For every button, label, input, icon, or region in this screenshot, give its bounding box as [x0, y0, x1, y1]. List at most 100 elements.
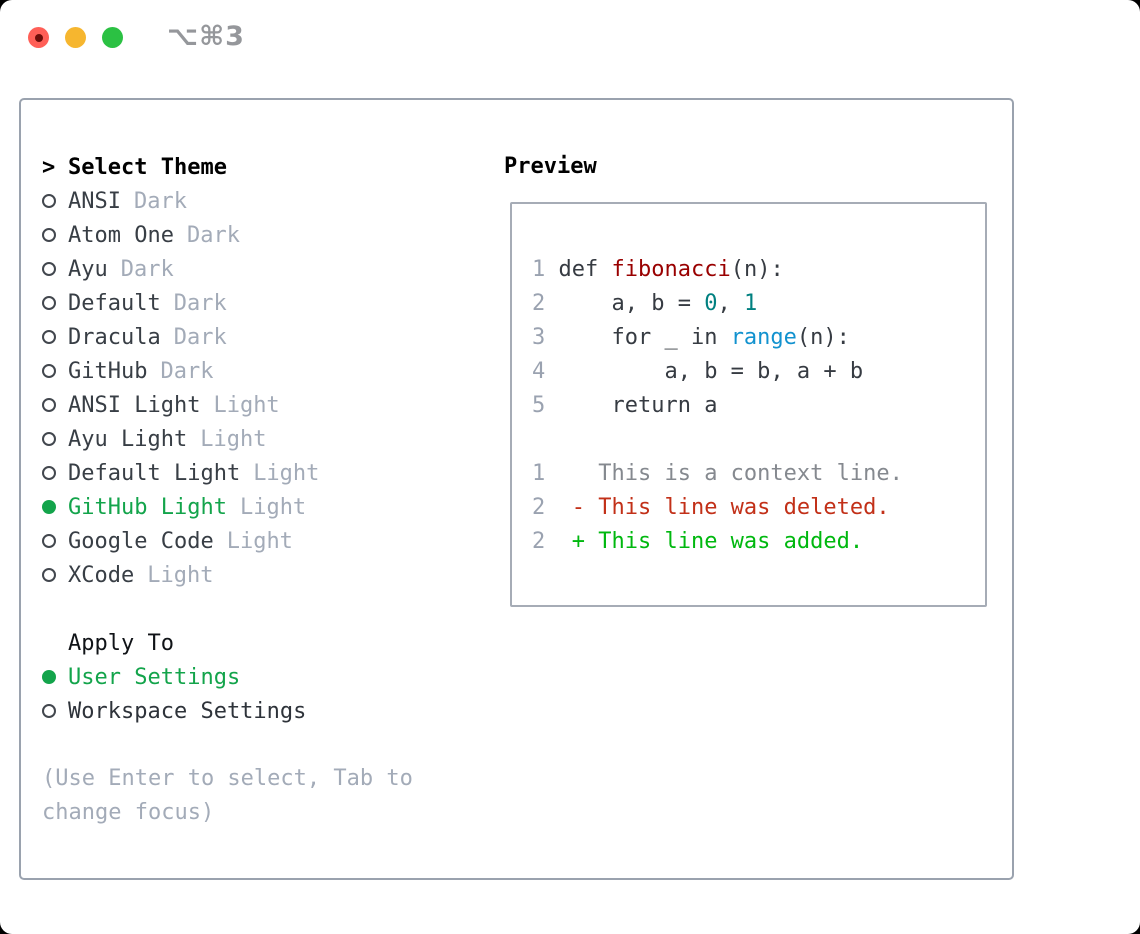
- line-number: 2: [532, 495, 546, 520]
- radio-unselected-icon: [42, 364, 68, 378]
- theme-item-tag: Light: [213, 392, 280, 418]
- theme-item-label: Google Code: [68, 528, 214, 554]
- radio-unselected-icon: [42, 432, 68, 446]
- line-number: 3: [532, 325, 546, 350]
- window-title: ⌥⌘3: [167, 21, 245, 52]
- theme-item-tag: Dark: [186, 222, 240, 248]
- code-token: a, b = b, a + b: [545, 359, 864, 384]
- radio-unselected-icon: [42, 466, 68, 480]
- code-token: for _ in: [545, 325, 731, 350]
- radio-unselected-icon: [42, 228, 68, 242]
- theme-item-tag: Light: [200, 426, 267, 452]
- theme-item-google-code[interactable]: Google Code Light: [42, 524, 413, 558]
- cursor-arrow-icon: >: [42, 154, 56, 180]
- line-number: 2: [532, 291, 546, 316]
- apply-option-label: Workspace Settings: [68, 698, 307, 724]
- theme-item-label: Ayu Light: [68, 426, 188, 452]
- theme-item-ayu-light[interactable]: Ayu Light Light: [42, 422, 413, 456]
- code-line: [532, 423, 985, 457]
- code-token: fibonacci: [611, 257, 731, 282]
- theme-item-default-light[interactable]: Default Light Light: [42, 456, 413, 490]
- radio-unselected-icon: [42, 398, 68, 412]
- theme-item-label: Default Light: [68, 460, 241, 486]
- theme-item-label: GitHub Light: [68, 494, 227, 520]
- theme-item-tag: Dark: [160, 358, 214, 384]
- theme-item-ansi-light[interactable]: ANSI Light Light: [42, 388, 413, 422]
- line-number: 4: [532, 359, 546, 384]
- zoom-button[interactable]: [102, 27, 123, 48]
- code-token: This is a context line.: [545, 461, 903, 486]
- code-line: 2 a, b = 0, 1: [532, 287, 985, 321]
- theme-item-tag: Dark: [173, 324, 227, 350]
- apply-option-user-settings[interactable]: User Settings: [42, 660, 413, 694]
- theme-item-ayu[interactable]: Ayu Dark: [42, 252, 413, 286]
- code-line: 2 - This line was deleted.: [532, 491, 985, 525]
- line-number: 1: [532, 257, 546, 282]
- theme-item-label: Ayu: [68, 256, 108, 282]
- code-line: 1 def fibonacci(n):: [532, 253, 985, 287]
- line-number: 2: [532, 529, 546, 554]
- hint-text-line-1: (Use Enter to select, Tab to: [42, 766, 413, 791]
- theme-item-github-light[interactable]: GitHub Light Light: [42, 490, 413, 524]
- theme-item-tag: Dark: [133, 188, 187, 214]
- select-theme-header: > Select Theme: [42, 150, 413, 184]
- theme-item-label: XCode: [68, 562, 135, 588]
- minimize-button[interactable]: [65, 27, 86, 48]
- code-token: 0: [704, 291, 718, 316]
- theme-item-tag: Dark: [120, 256, 174, 282]
- select-theme-title: Select Theme: [68, 154, 227, 180]
- radio-unselected-icon: [42, 296, 68, 310]
- radio-selected-icon: [42, 500, 68, 514]
- radio-unselected-icon: [42, 704, 68, 718]
- theme-item-tag: Light: [147, 562, 214, 588]
- code-token: - This line was deleted.: [545, 495, 890, 520]
- code-token: a, b =: [545, 291, 705, 316]
- code-token: range: [730, 325, 797, 350]
- code-token: return a: [545, 393, 718, 418]
- theme-item-xcode[interactable]: XCode Light: [42, 558, 413, 592]
- apply-option-workspace-settings[interactable]: Workspace Settings: [42, 694, 413, 728]
- theme-item-tag: Dark: [173, 290, 227, 316]
- theme-item-label: Default: [68, 290, 161, 316]
- radio-unselected-icon: [42, 568, 68, 582]
- code-token: (n):: [730, 257, 784, 282]
- spacer: [42, 728, 413, 762]
- theme-item-ansi[interactable]: ANSI Dark: [42, 184, 413, 218]
- apply-option-label: User Settings: [68, 664, 241, 690]
- theme-item-label: Dracula: [68, 324, 161, 350]
- theme-item-dracula[interactable]: Dracula Dark: [42, 320, 413, 354]
- apply-to-title: Apply To: [68, 630, 174, 656]
- code-line: 3 for _ in range(n):: [532, 321, 985, 355]
- theme-item-tag: Light: [226, 528, 293, 554]
- radio-unselected-icon: [42, 330, 68, 344]
- line-number: 5: [532, 393, 546, 418]
- radio-selected-icon: [42, 670, 68, 684]
- radio-unselected-icon: [42, 262, 68, 276]
- theme-item-tag: Light: [239, 494, 307, 520]
- unsaved-dot-icon: [34, 33, 43, 42]
- radio-unselected-icon: [42, 534, 68, 548]
- code-line: 2 + This line was added.: [532, 525, 985, 559]
- theme-item-label: ANSI Light: [68, 392, 201, 418]
- theme-item-default[interactable]: Default Dark: [42, 286, 413, 320]
- theme-item-tag: Light: [253, 460, 320, 486]
- code-line: 1 This is a context line.: [532, 457, 985, 491]
- line-number: 1: [532, 461, 546, 486]
- code-token: def: [545, 257, 612, 282]
- spacer: [42, 592, 413, 626]
- preview-title: Preview: [504, 154, 597, 179]
- hint-text-line-2: change focus): [42, 800, 215, 825]
- code-line: 5 return a: [532, 389, 985, 423]
- code-line: 4 a, b = b, a + b: [532, 355, 985, 389]
- close-button[interactable]: [28, 27, 49, 48]
- theme-item-label: ANSI: [68, 188, 121, 214]
